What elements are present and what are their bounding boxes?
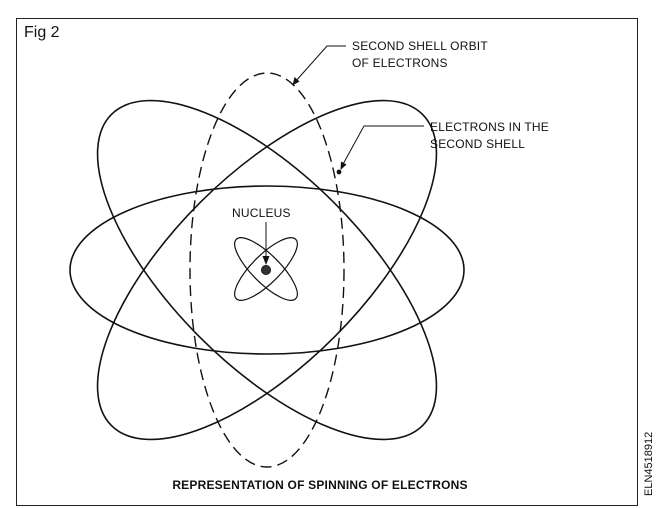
electrons-second-shell-label-line1: ELECTRONS IN THE [430,120,549,134]
second-shell-orbit-label: SECOND SHELL ORBIT OF ELECTRONS [352,38,488,72]
figure-code: ELN4518912 [643,431,655,496]
outer-orbit-tilted-left [96,99,438,441]
electrons-second-shell-label: ELECTRONS IN THE SECOND SHELL [430,119,549,153]
figure-label: Fig 2 [24,24,60,41]
inner-orbit-a [234,237,298,301]
outer-orbit-tilted-right [96,99,438,441]
second-shell-orbit-dashed [189,72,345,468]
nucleus-pointer-arrowhead [262,256,270,265]
orbit-leader-line [294,45,346,83]
second-shell-orbit-label-line1: SECOND SHELL ORBIT [352,39,488,53]
figure-frame [16,18,638,506]
electron-leader-arrowhead [340,161,347,170]
second-shell-orbit-label-line2: OF ELECTRONS [352,56,448,70]
outer-orbit-horizontal [69,185,465,355]
electron-leader-line [341,125,424,167]
figure-caption: REPRESENTATION OF SPINNING OF ELECTRONS [172,478,468,492]
nucleus-dot [261,265,271,275]
electron-dot [336,169,342,175]
electrons-second-shell-label-line2: SECOND SHELL [430,137,526,151]
inner-orbit-b [234,237,298,301]
orbit-leader-arrowhead [292,77,300,86]
nucleus-label: NUCLEUS [232,206,291,220]
